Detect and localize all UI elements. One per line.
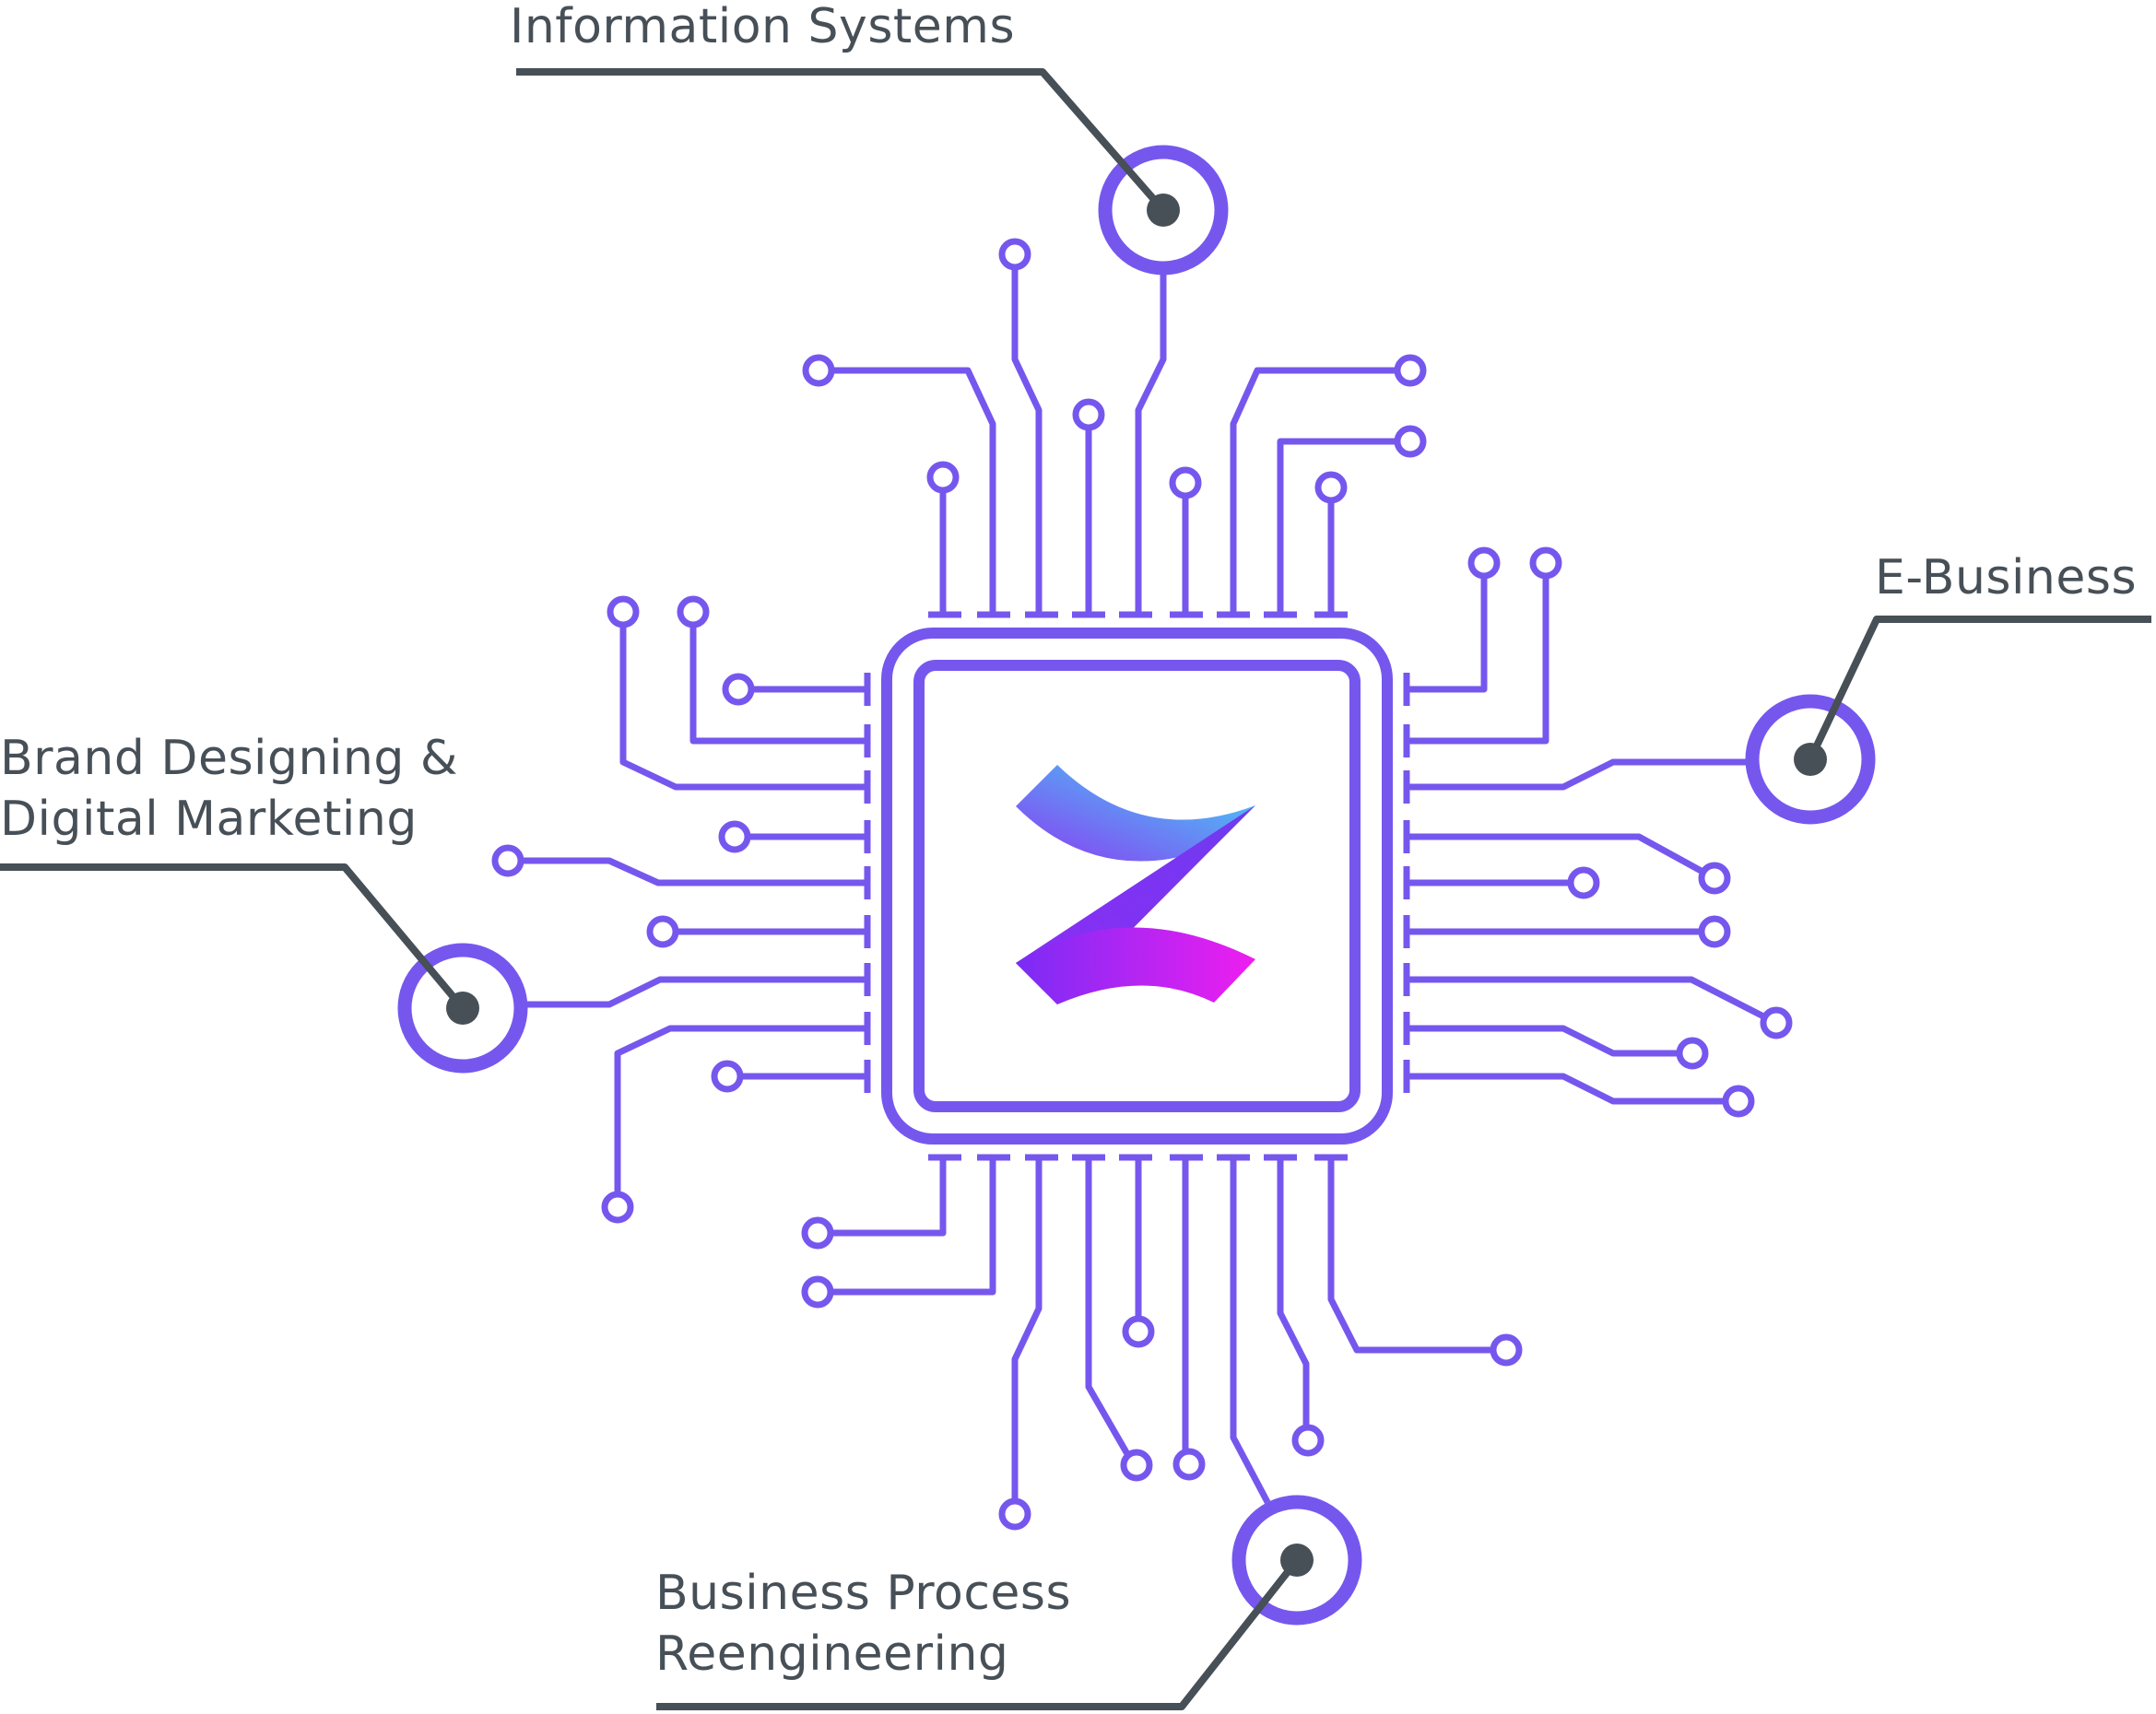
microchip-icon [881, 628, 1393, 1145]
label-business-process: Business Process Reengineering [655, 1563, 1071, 1685]
label-brand-designing-line1: Brand Designing & [0, 731, 458, 786]
callout-lines [0, 68, 2151, 1710]
label-information-systems: Information Systems [510, 0, 1016, 54]
callout-dots [446, 194, 1827, 1577]
label-e-business: E-Business [1875, 550, 2138, 605]
trace-pads [491, 238, 1793, 1531]
chip-outer-frame [881, 628, 1393, 1145]
label-business-process-line2: Reengineering [655, 1626, 1009, 1682]
z-logo-icon [1016, 765, 1255, 1004]
label-business-process-line1: Business Process [655, 1566, 1072, 1621]
label-brand-designing: Brand Designing & Digital Marketing [0, 728, 458, 850]
label-brand-designing-line2: Digital Marketing [0, 792, 418, 847]
chip-inner-frame [913, 660, 1361, 1112]
